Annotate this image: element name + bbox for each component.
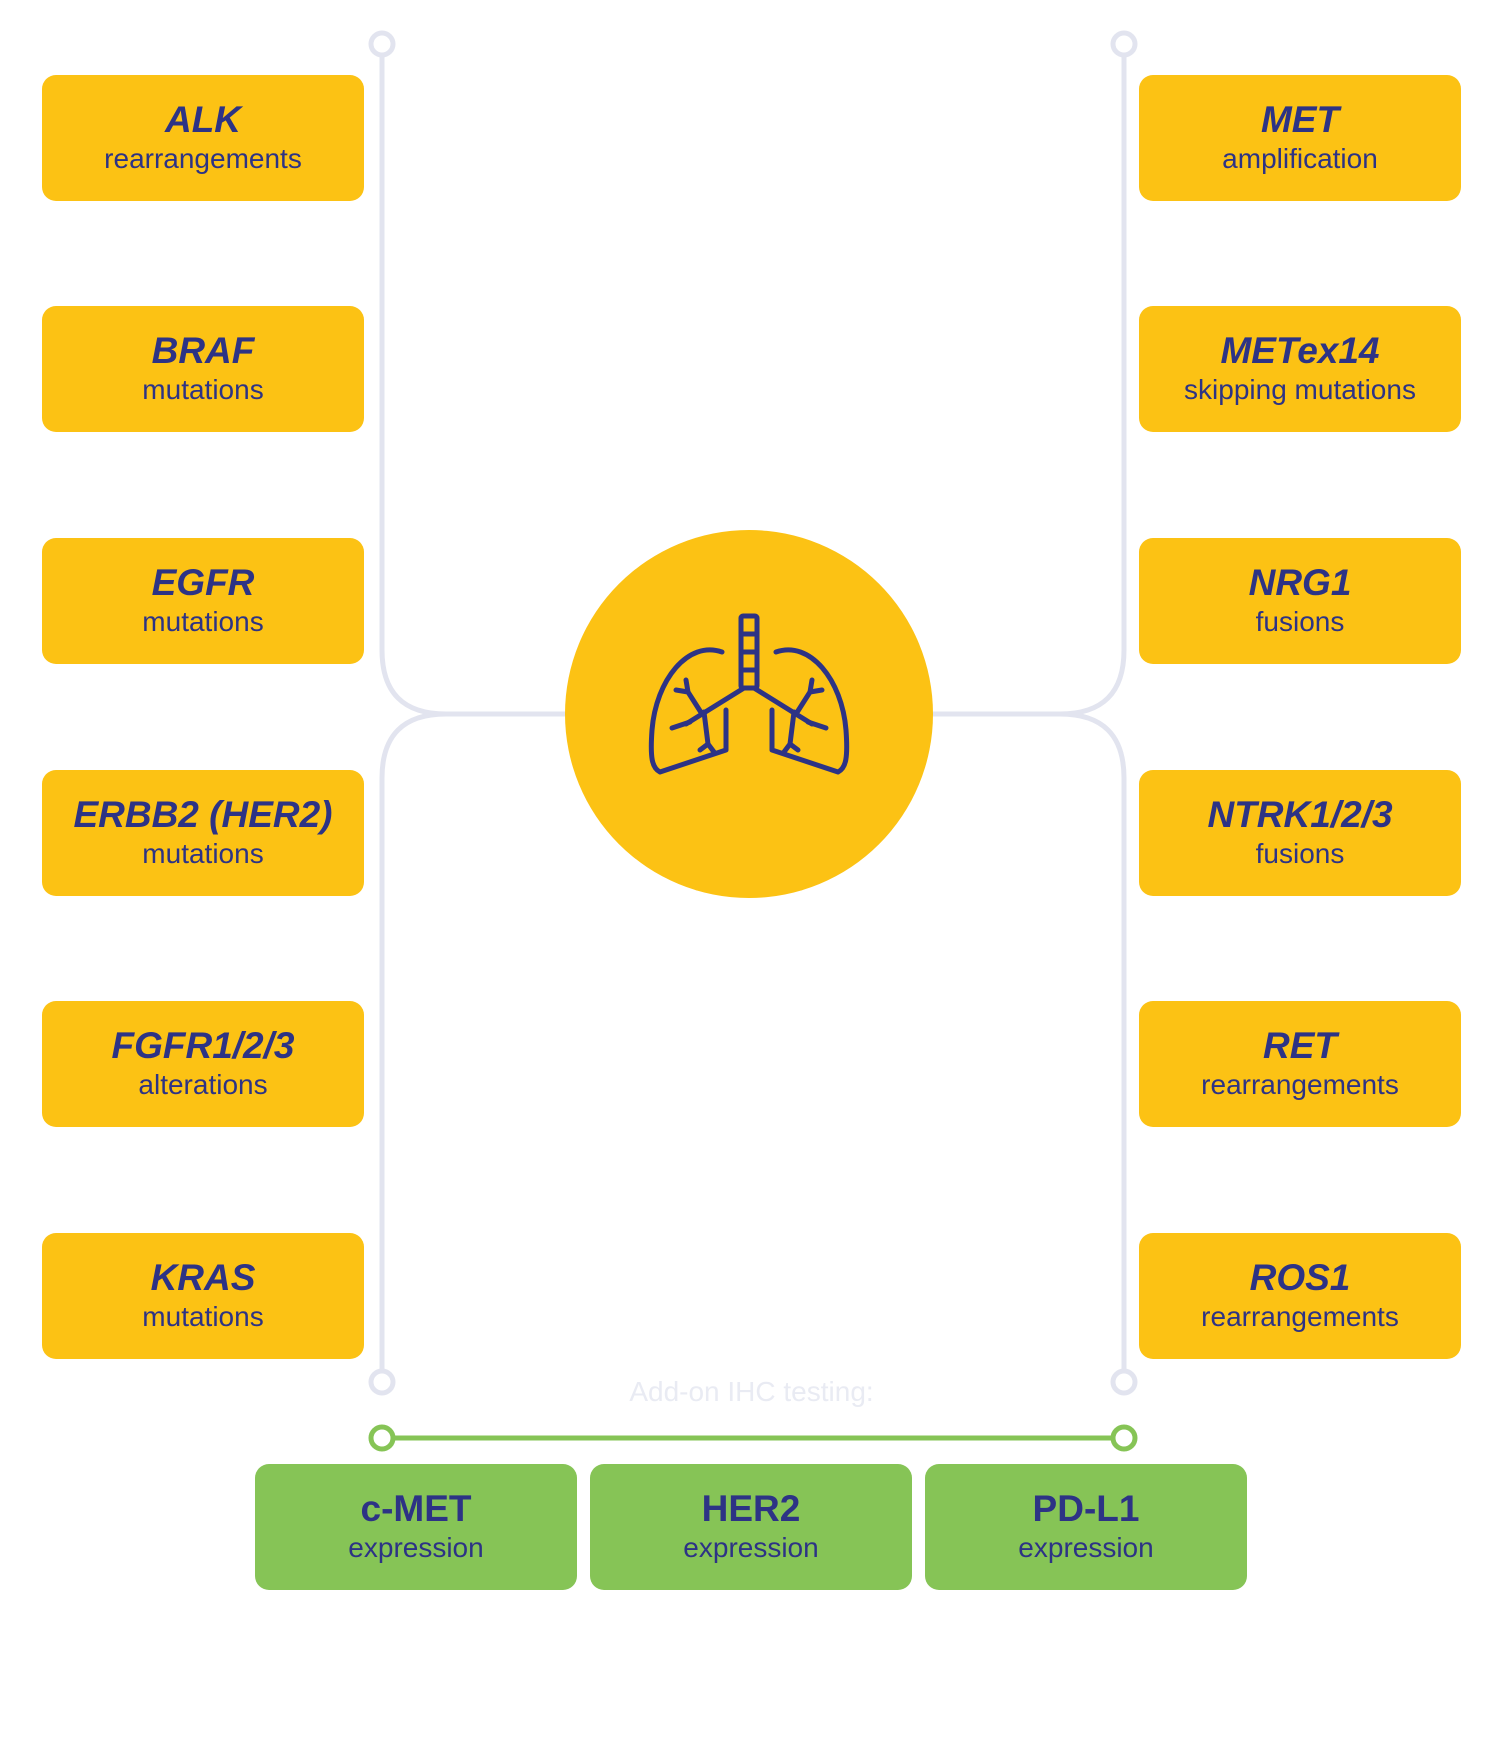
alteration-type: rearrangements [1201,1301,1399,1332]
ihc-box-cmet: c-MET expression [255,1464,577,1590]
alteration-type: mutations [142,1301,264,1332]
ihc-box-pdl1: PD-L1 expression [925,1464,1247,1590]
marker-desc: expression [348,1532,484,1563]
ihc-label: Add-on IHC testing: [629,1376,874,1407]
lungs-icon [648,613,850,775]
biomarker-box-met: MET amplification [1139,75,1461,201]
alteration-type: skipping mutations [1184,374,1416,405]
alteration-type: mutations [142,838,264,869]
biomarker-box-egfr: EGFR mutations [42,538,364,664]
alteration-type: rearrangements [104,143,302,174]
gene-name: NTRK1/2/3 [1207,794,1393,835]
ihc-left-node [368,1424,396,1452]
right-lower-connector [933,711,1127,1382]
biomarker-box-fgfr: FGFR1/2/3 alterations [42,1001,364,1127]
left-bottom-node [368,1368,396,1396]
right-upper-connector [933,44,1127,717]
marker-name: HER2 [701,1488,801,1529]
left-lower-connector [379,711,565,1382]
alteration-type: mutations [142,374,264,405]
right-top-node [1110,30,1138,58]
marker-name: c-MET [360,1488,472,1529]
center-circle [565,530,933,898]
marker-desc: expression [683,1532,819,1563]
biomarker-box-ret: RET rearrangements [1139,1001,1461,1127]
biomarker-box-braf: BRAF mutations [42,306,364,432]
ihc-box-her2: HER2 expression [590,1464,912,1590]
gene-name: NRG1 [1248,562,1352,603]
gene-name: METex14 [1220,330,1380,371]
alteration-type: amplification [1222,143,1378,174]
gene-name: KRAS [150,1257,256,1298]
gene-name: MET [1260,99,1340,140]
biomarker-box-ros1: ROS1 rearrangements [1139,1233,1461,1359]
marker-desc: expression [1018,1532,1154,1563]
alteration-type: mutations [142,606,264,637]
alteration-type: fusions [1255,606,1345,637]
left-top-node [368,30,396,58]
right-bottom-node [1110,1368,1138,1396]
gene-name: ROS1 [1249,1257,1351,1298]
biomarker-box-metex14: METex14 skipping mutations [1139,306,1461,432]
ihc-right-node [1110,1424,1138,1452]
left-upper-connector [379,44,565,717]
biomarker-box-alk: ALK rearrangements [42,75,364,201]
gene-name: ERBB2 (HER2) [73,794,333,835]
gene-name: BRAF [151,330,255,371]
alteration-type: alterations [138,1069,268,1100]
gene-name: RET [1263,1025,1337,1066]
biomarker-box-kras: KRAS mutations [42,1233,364,1359]
biomarker-box-nrg1: NRG1 fusions [1139,538,1461,664]
gene-name: FGFR1/2/3 [111,1025,295,1066]
biomarker-box-ntrk: NTRK1/2/3 fusions [1139,770,1461,896]
biomarker-box-erbb2: ERBB2 (HER2) mutations [42,770,364,896]
alteration-type: fusions [1255,838,1345,869]
alteration-type: rearrangements [1201,1069,1399,1100]
gene-name: EGFR [151,562,255,603]
marker-name: PD-L1 [1032,1488,1140,1529]
gene-name: ALK [164,99,242,140]
